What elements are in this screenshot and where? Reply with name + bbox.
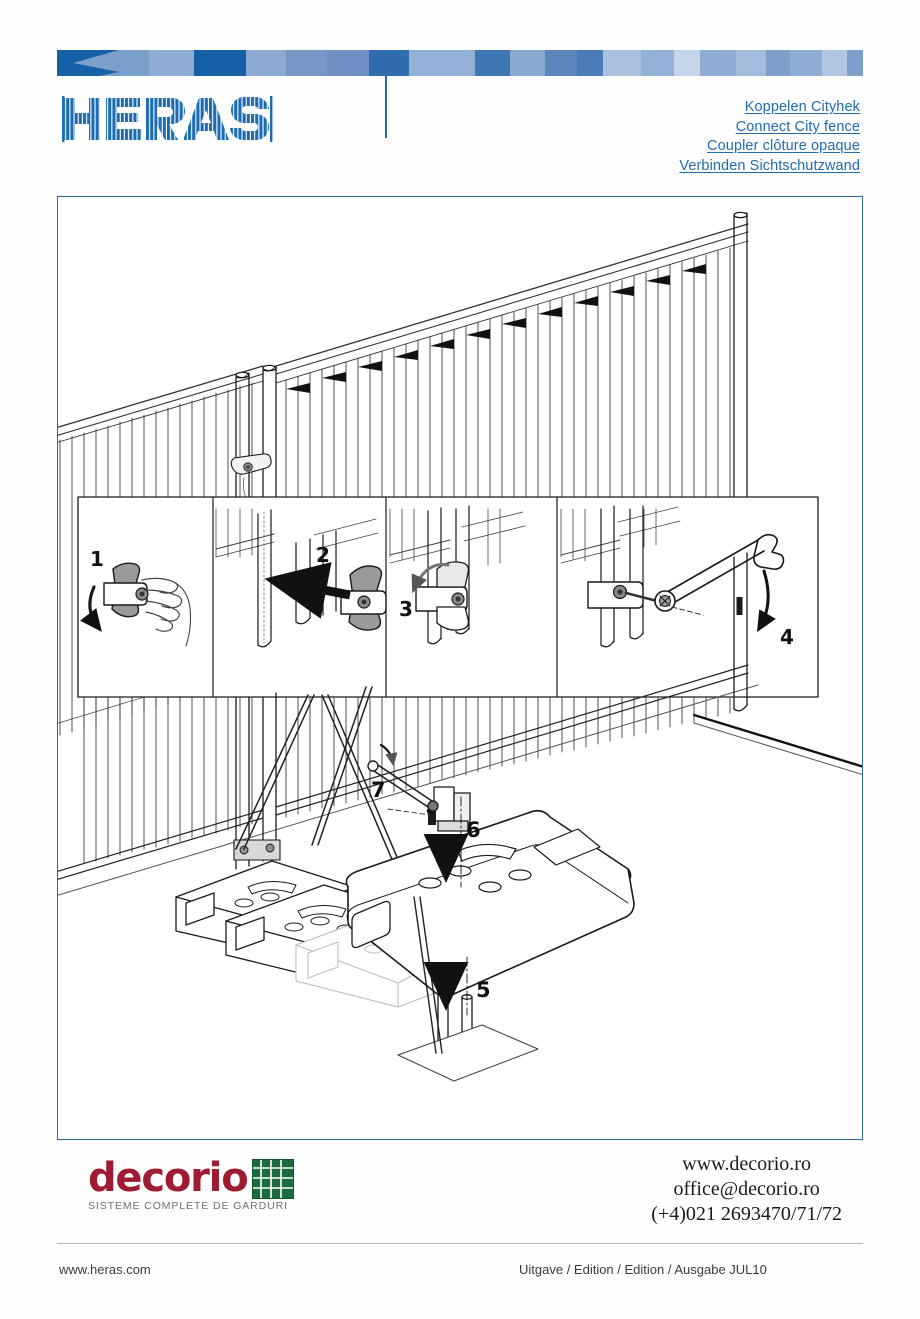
- header-divider-rule: [385, 76, 387, 138]
- svg-text:5: 5: [476, 978, 491, 1002]
- contact-phone: (+4)021 2693470/71/72: [651, 1203, 842, 1225]
- banner-arrow-icon: [57, 50, 127, 76]
- banner-band-14: [674, 50, 700, 76]
- banner-band-7: [409, 50, 475, 76]
- banner-band-10: [545, 50, 577, 76]
- banner-band-2: [194, 50, 246, 76]
- banner-band-strip: [57, 50, 863, 76]
- assembly-illustration: 1: [58, 211, 862, 1082]
- svg-text:6: 6: [466, 818, 481, 842]
- svg-text:7: 7: [371, 778, 386, 802]
- banner-band-11: [577, 50, 603, 76]
- svg-text:3: 3: [399, 597, 413, 621]
- svg-text:4: 4: [780, 625, 794, 649]
- decorio-wordmark: decorio: [88, 1155, 249, 1201]
- detail-panel-strip: 1: [77, 496, 819, 698]
- title-nl: Koppelen Cityhek: [744, 99, 860, 115]
- banner-band-13: [641, 50, 674, 76]
- banner-band-19: [822, 50, 847, 76]
- contact-block: www.decorio.ro office@decorio.ro (+4)021…: [651, 1152, 842, 1227]
- title-fr: Coupler clôture opaque: [707, 138, 860, 154]
- banner-band-17: [766, 50, 790, 76]
- contact-website: www.decorio.ro: [682, 1153, 811, 1175]
- decorio-logo: decorio SISTEME COMPLETE DE GARDURI: [88, 1155, 295, 1219]
- banner-band-3: [246, 50, 286, 76]
- illustration-frame: 1: [57, 196, 863, 1140]
- header-banner: [57, 50, 863, 76]
- banner-band-4: [286, 50, 327, 76]
- banner-band-20: [847, 50, 863, 76]
- banner-band-8: [475, 50, 510, 76]
- banner-band-6: [369, 50, 409, 76]
- decorio-grid-icon: [251, 1158, 295, 1200]
- title-de: Verbinden Sichtschutzwand: [679, 157, 860, 174]
- title-en: Connect City fence: [735, 118, 860, 135]
- banner-band-16: [736, 50, 766, 76]
- decorio-tagline: SISTEME COMPLETE DE GARDURI: [88, 1200, 288, 1212]
- footer-website: www.heras.com: [59, 1262, 151, 1277]
- title-block: Koppelen Cityhek Connect City fence Coup…: [679, 98, 860, 176]
- svg-text:1: 1: [90, 547, 104, 571]
- banner-band-1: [149, 50, 194, 76]
- contact-email: office@decorio.ro: [673, 1178, 820, 1200]
- banner-band-9: [510, 50, 545, 76]
- svg-text:2: 2: [316, 543, 330, 567]
- heras-logo: [62, 96, 274, 142]
- footer-divider: [57, 1243, 863, 1244]
- banner-band-12: [603, 50, 641, 76]
- footer-edition: Uitgave / Edition / Edition / Ausgabe JU…: [519, 1262, 767, 1277]
- banner-band-15: [700, 50, 736, 76]
- banner-band-18: [790, 50, 822, 76]
- banner-band-5: [327, 50, 369, 76]
